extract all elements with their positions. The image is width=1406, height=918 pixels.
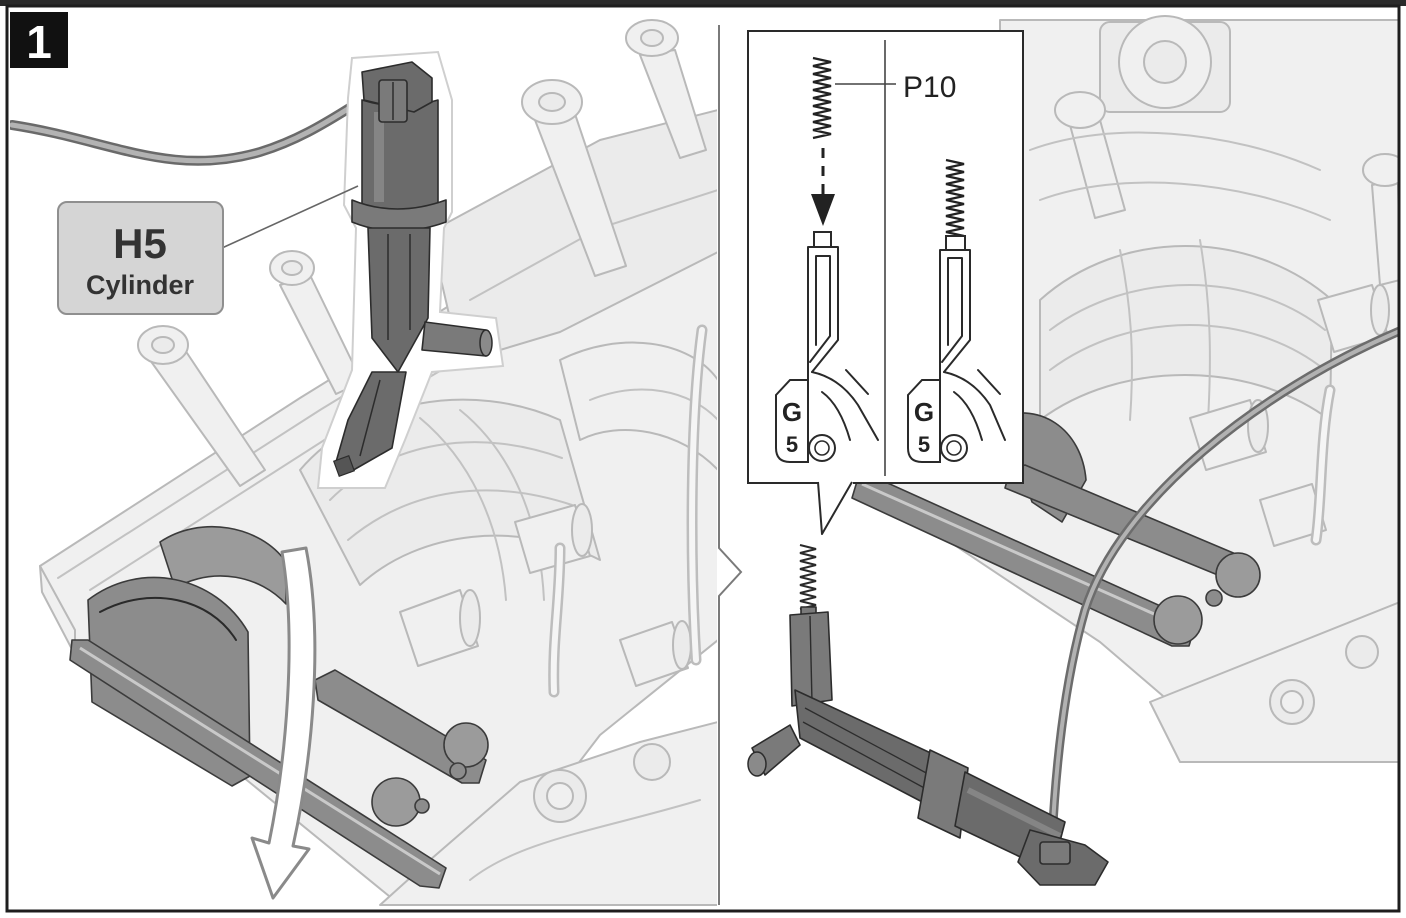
g5-part-lever-mounted	[943, 369, 1006, 441]
faded-small-cylinders	[399, 503, 692, 687]
p10-spring-mounted	[945, 158, 965, 238]
dashed-arrow-head	[811, 194, 835, 226]
lever-end-disc-right	[1153, 595, 1203, 645]
faded-post-3	[521, 79, 627, 277]
spring-part-label: P10	[903, 71, 956, 104]
cylinder-lower-shaft	[367, 227, 431, 373]
faded-tubes-right	[1310, 384, 1336, 546]
faded-chassis-right	[859, 15, 1398, 763]
cylinder-piston-tip	[332, 454, 356, 478]
cylinder-side-stub-end-right	[747, 751, 767, 777]
rod-end-pin	[449, 762, 467, 780]
part-tag-number: 5	[918, 432, 930, 457]
lever-end-disc	[371, 777, 421, 827]
g5-pivot-hole-mounted	[946, 440, 962, 456]
main-lever-highlight	[79, 646, 441, 876]
faded-tubes	[548, 324, 708, 698]
left-panel: H5 Cylinder	[10, 19, 717, 906]
g5-part-outline-mounted	[939, 249, 971, 393]
g5-part-lever	[811, 369, 879, 441]
p10-spring-installed	[799, 544, 817, 610]
h5-cylinder-part	[316, 50, 505, 489]
step-badge: 1	[10, 12, 68, 68]
cylinder-cable-clip-right	[1039, 841, 1071, 865]
part-code-label: H5	[113, 220, 167, 267]
upper-bar-end-pin	[1205, 589, 1223, 607]
g5-tag-mounted	[907, 379, 941, 463]
cylinder-collar-right	[917, 749, 969, 839]
step-number: 1	[26, 16, 52, 68]
faded-post-right-2	[1362, 153, 1398, 286]
callout-label-box: H5 Cylinder	[57, 201, 224, 315]
chassis-ring-hole	[1143, 40, 1187, 84]
g5-part-inner-rail-mounted	[941, 257, 963, 363]
g5-part-outline	[807, 246, 839, 393]
parallel-rod	[314, 669, 487, 784]
inset-pointer	[817, 481, 853, 535]
detail-inset: P10 G 5 G 5	[747, 30, 1024, 535]
chevron-right-icon	[718, 25, 743, 905]
rod-end-disc	[443, 722, 489, 768]
front-half-disc-edge	[99, 596, 237, 641]
h5-cylinder-installed	[747, 544, 1109, 886]
g5-tag	[775, 379, 809, 463]
h5-cable-right	[1047, 326, 1398, 847]
p10-spring	[812, 56, 832, 140]
callout-leader-line	[221, 185, 359, 249]
inset-before-step: P10 G 5	[775, 56, 956, 463]
part-tag-letter: G	[914, 397, 934, 427]
cylinder-body-highlight	[374, 112, 384, 202]
cylinder-side-stub-end	[479, 329, 493, 357]
top-band	[0, 0, 1406, 6]
part-tag-letter: G	[782, 397, 802, 427]
main-lever-highlight-right	[861, 482, 1191, 632]
part-name-label: Cylinder	[86, 270, 195, 300]
lower-linkage-left	[69, 525, 489, 889]
faded-post-1	[137, 325, 266, 487]
h5-cable-left	[10, 90, 377, 166]
faded-front-bracket-right	[1149, 601, 1398, 763]
g5-nub-mounted	[945, 235, 966, 251]
g5-nub	[813, 231, 832, 248]
upper-bar-end-disc	[1215, 552, 1261, 598]
faded-post-right-1	[1054, 91, 1126, 219]
lever-end-pin	[414, 798, 430, 814]
faded-front-bracket	[379, 721, 717, 906]
lower-linkage-right	[851, 412, 1261, 647]
curved-down-arrow-icon	[250, 546, 317, 900]
part-tag-number: 5	[786, 432, 798, 457]
page-frame	[5, 4, 1401, 913]
faded-wheel-arches-right	[1029, 131, 1333, 421]
inset-after-step: G 5	[907, 158, 1006, 463]
right-panel	[747, 15, 1398, 886]
faded-post-4	[625, 19, 707, 159]
g5-pivot-hole	[814, 440, 830, 456]
g5-part-inner-rail	[809, 255, 831, 363]
